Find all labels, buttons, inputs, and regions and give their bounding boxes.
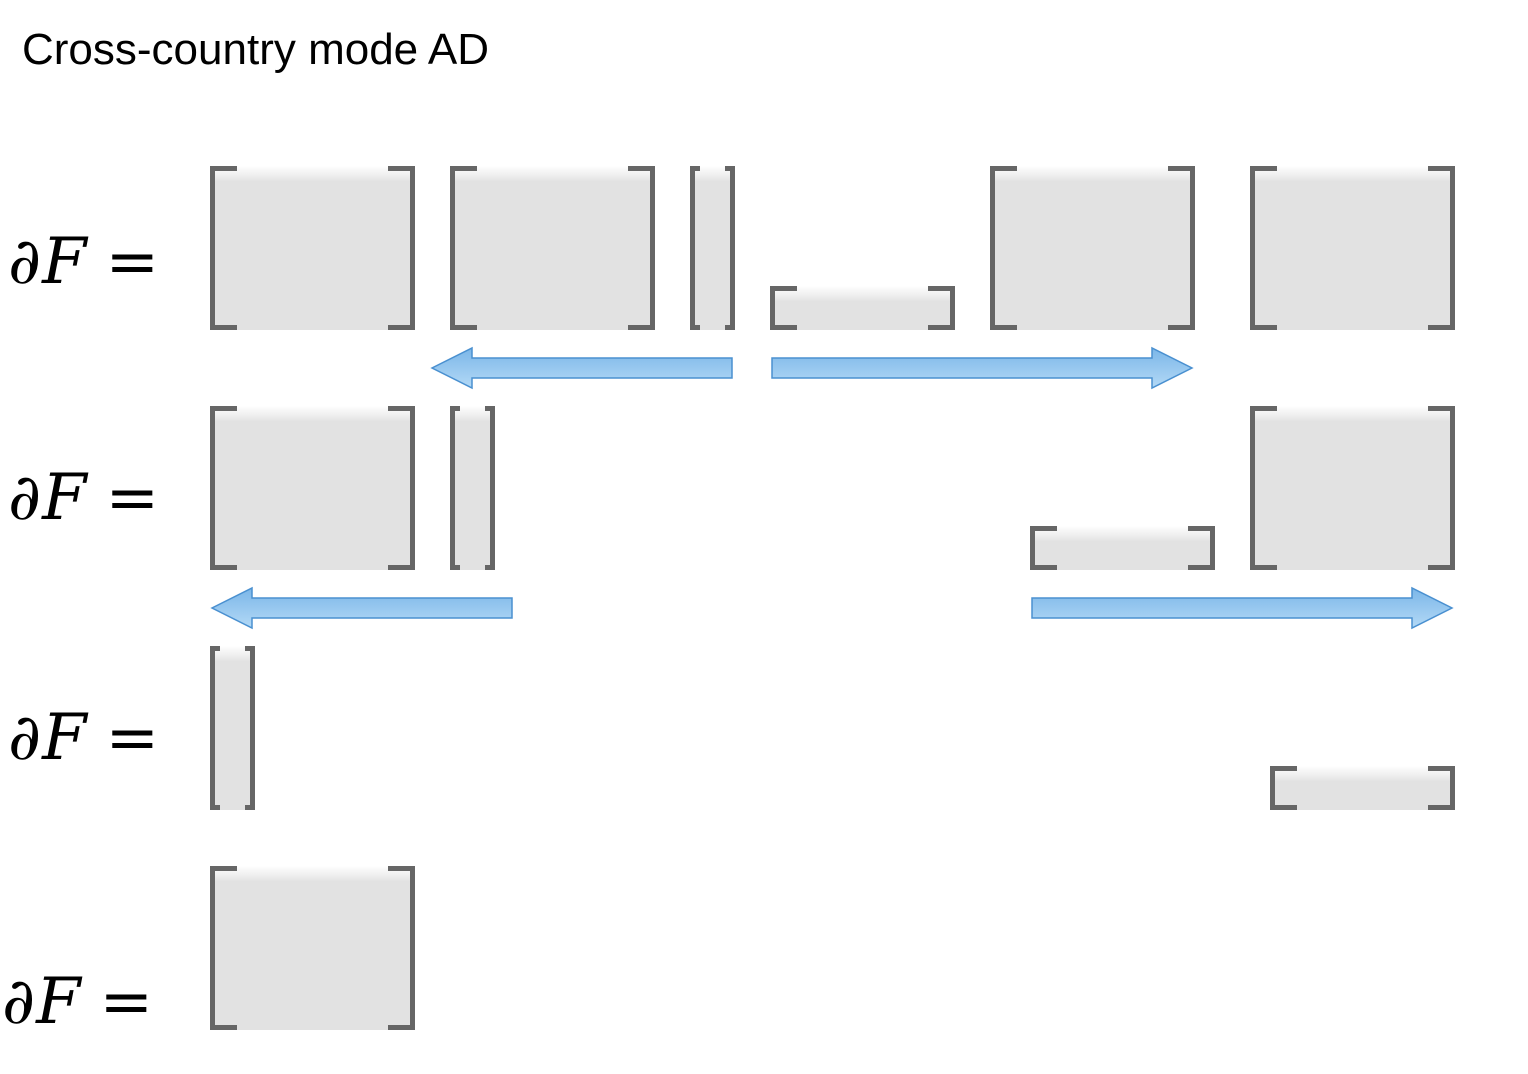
right-bracket [1428, 406, 1455, 570]
left-bracket [1250, 166, 1277, 330]
left-arrow-row1 [430, 346, 733, 390]
left-bracket [770, 286, 797, 330]
matrix-row1-column-vector [690, 166, 735, 330]
equals-sign: = [105, 225, 161, 299]
right-bracket [245, 646, 255, 810]
matrix-row1-row-vector [770, 286, 955, 330]
equals-sign: = [99, 965, 155, 1039]
equation-label-row-4: ∂F= [2, 966, 154, 1038]
matrix-row1-jacobian-2 [450, 166, 655, 330]
matrix-row1-jacobian-1 [210, 166, 415, 330]
right-arrow-row1 [771, 346, 1194, 390]
right-bracket [1168, 166, 1195, 330]
matrix-row3-column-vector [210, 646, 255, 810]
matrix-row2-column-vector [450, 406, 495, 570]
left-bracket [210, 866, 237, 1030]
left-bracket [1030, 526, 1057, 570]
matrix-row2-jacobian-1 [210, 406, 415, 570]
left-bracket [450, 166, 477, 330]
equation-label-row-2: ∂F= [8, 462, 160, 534]
right-bracket [1428, 766, 1455, 810]
right-bracket [1428, 166, 1455, 330]
left-bracket [210, 166, 237, 330]
left-bracket [990, 166, 1017, 330]
equation-label-row-1: ∂F= [8, 226, 160, 298]
left-bracket [210, 646, 220, 810]
matrix-row1-jacobian-4 [1250, 166, 1455, 330]
matrix-row2-jacobian-2 [1250, 406, 1455, 570]
right-bracket [725, 166, 735, 330]
right-bracket [388, 166, 415, 330]
left-bracket [1250, 406, 1277, 570]
right-bracket [388, 406, 415, 570]
left-bracket [450, 406, 460, 570]
partial-f-symbol: ∂F [8, 461, 88, 535]
equation-label-row-3: ∂F= [8, 702, 160, 774]
equals-sign: = [105, 461, 161, 535]
partial-f-symbol: ∂F [8, 225, 88, 299]
right-bracket [628, 166, 655, 330]
partial-f-symbol: ∂F [8, 701, 88, 775]
left-bracket [210, 406, 237, 570]
equals-sign: = [105, 701, 161, 775]
matrix-row1-jacobian-3 [990, 166, 1195, 330]
partial-f-symbol: ∂F [2, 965, 82, 1039]
right-bracket [388, 866, 415, 1030]
right-bracket [1188, 526, 1215, 570]
page-title: Cross-country mode AD [22, 25, 490, 74]
left-bracket [690, 166, 700, 330]
left-arrow-row2 [210, 586, 513, 630]
matrix-row2-row-vector [1030, 526, 1215, 570]
matrix-row4-result [210, 866, 415, 1030]
right-arrow-row2 [1031, 586, 1454, 630]
right-bracket [485, 406, 495, 570]
matrix-row3-row-vector [1270, 766, 1455, 810]
right-bracket [928, 286, 955, 330]
left-bracket [1270, 766, 1297, 810]
